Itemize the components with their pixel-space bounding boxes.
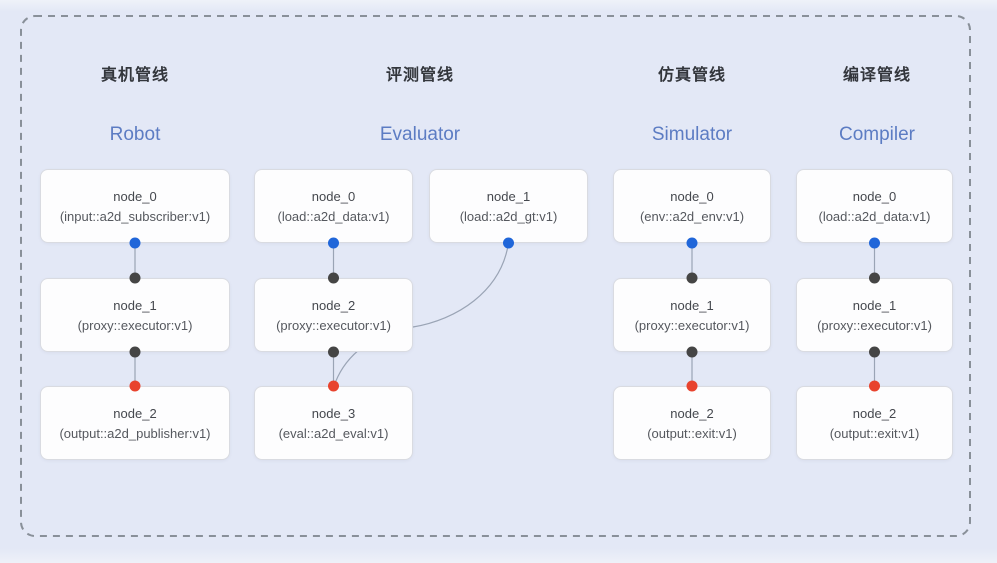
node-title: node_1	[486, 188, 531, 204]
node-box: node_0(env::a2d_env:v1)	[613, 169, 771, 243]
node-box: node_1(proxy::executor:v1)	[796, 278, 953, 352]
node-box: node_2(proxy::executor:v1)	[254, 278, 413, 352]
node-subtitle: (input::a2d_subscriber:v1)	[59, 208, 211, 224]
node-subtitle: (load::a2d_data:v1)	[277, 208, 390, 224]
node-box: node_0(input::a2d_subscriber:v1)	[40, 169, 230, 243]
node-title: node_3	[311, 405, 356, 421]
node-subtitle: (output::exit:v1)	[647, 425, 737, 441]
node-title: node_2	[670, 405, 714, 421]
node-title: node_1	[852, 297, 897, 313]
node-box: node_2(output::exit:v1)	[613, 386, 771, 460]
node-title: node_2	[113, 405, 157, 421]
node-title: node_2	[311, 297, 356, 313]
node-subtitle: (load::a2d_gt:v1)	[459, 208, 558, 224]
node-subtitle: (eval::a2d_eval:v1)	[278, 425, 389, 441]
node-subtitle: (proxy::executor:v1)	[77, 317, 193, 333]
node-subtitle: (proxy::executor:v1)	[634, 317, 750, 333]
node-title: node_1	[670, 297, 714, 313]
node-title: node_0	[113, 188, 157, 204]
node-box: node_1(proxy::executor:v1)	[613, 278, 771, 352]
node-title: node_0	[311, 188, 356, 204]
node-title: node_0	[852, 188, 897, 204]
node-box: node_2(output::a2d_publisher:v1)	[40, 386, 230, 460]
node-box: node_2(output::exit:v1)	[796, 386, 953, 460]
node-subtitle: (proxy::executor:v1)	[817, 317, 932, 333]
node-title: node_2	[852, 405, 897, 421]
node-subtitle: (load::a2d_data:v1)	[818, 208, 931, 224]
node-subtitle: (output::a2d_publisher:v1)	[59, 425, 211, 441]
node-box: node_0(load::a2d_data:v1)	[254, 169, 413, 243]
node-title: node_0	[670, 188, 714, 204]
node-box: node_1(load::a2d_gt:v1)	[429, 169, 588, 243]
node-box: node_1(proxy::executor:v1)	[40, 278, 230, 352]
node-subtitle: (env::a2d_env:v1)	[639, 208, 745, 224]
node-title: node_1	[113, 297, 157, 313]
node-subtitle: (proxy::executor:v1)	[276, 317, 391, 333]
node-box: node_3(eval::a2d_eval:v1)	[254, 386, 413, 460]
node-subtitle: (output::exit:v1)	[829, 425, 920, 441]
node-box: node_0(load::a2d_data:v1)	[796, 169, 953, 243]
